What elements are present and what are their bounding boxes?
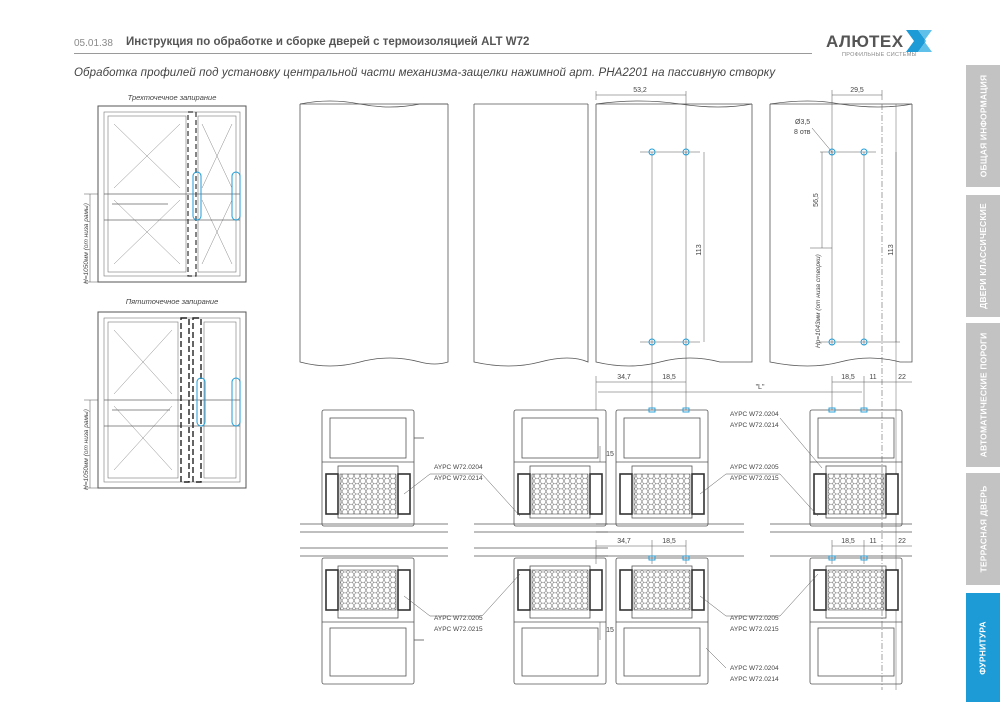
leader-lines (403, 417, 823, 669)
label-0214-c: AYPC W72.0214 (730, 676, 779, 683)
page-header: 05.01.38 Инструкция по обработке и сборк… (74, 30, 812, 54)
label-0214-a: AYPC W72.0214 (434, 475, 483, 482)
page-code: 05.01.38 (74, 38, 113, 49)
label-0205-b: AYPC W72.0205 (730, 464, 779, 471)
tab-terrace-door[interactable]: ТЕРРАСНАЯ ДВЕРЬ (966, 473, 1000, 585)
label-0205-c: AYPC W72.0205 (730, 615, 779, 622)
honeycomb-inserts-lower (339, 569, 885, 611)
tab-classic-doors[interactable]: ДВЕРИ КЛАССИЧЕСКИЕ (966, 195, 1000, 317)
tab-general-info-label: ОБЩАЯ ИНФОРМАЦИЯ (978, 74, 989, 178)
profile-sections-lower (300, 547, 912, 685)
dim-11-top: 11 (869, 374, 876, 381)
tab-general-info[interactable]: ОБЩАЯ ИНФОРМАЦИЯ (966, 65, 1000, 187)
dim-18-5-mid-a: 18,5 (662, 538, 676, 545)
dim-53-2: 53,2 (633, 87, 647, 94)
technical-drawing: Трехточечное запирание H=1050мм (от низа… (83, 87, 913, 690)
strip-4-dimensions (598, 90, 912, 410)
dim-18-5-b: 18,5 (841, 374, 855, 381)
door-elevation-three-point: Трехточечное запирание H=1050мм (от низа… (83, 93, 247, 284)
logo-mark-icon (906, 30, 932, 52)
brand-logo: АЛЮТЕХ ПРОФИЛЬНЫЕ СИСТЕМЫ (826, 24, 936, 60)
tab-automatic-thresholds-label: АВТОМАТИЧЕСКИЕ ПОРОГИ (978, 332, 988, 458)
label-0215-a: AYPC W72.0215 (434, 626, 483, 633)
logo-tagline: ПРОФИЛЬНЫЕ СИСТЕМЫ (842, 52, 917, 58)
section-sidebar: ОБЩАЯ ИНФОРМАЦИЯ ДВЕРИ КЛАССИЧЕСКИЕ АВТО… (966, 65, 1000, 702)
document-title: Инструкция по обработке и сборке дверей … (126, 36, 530, 48)
five-point-title: Пятиточечное запирание (126, 297, 219, 306)
three-point-title: Трехточечное запирание (128, 93, 217, 102)
tab-classic-doors-label: ДВЕРИ КЛАССИЧЕСКИЕ (978, 203, 989, 309)
label-0204-b: AYPC W72.0204 (730, 411, 779, 418)
height-label-2: H=1050мм (от низа рамы) (83, 409, 90, 490)
strip-4-holes (828, 148, 868, 346)
height-label-strip: Hp=1043мм (от низа створки) (815, 254, 822, 348)
profile-sections-upper (300, 409, 912, 533)
section-subtitle: Обработка профилей под установку централ… (74, 67, 776, 79)
dim-22-top: 22 (898, 374, 906, 381)
dim-34-7-top: 34,7 (617, 374, 631, 381)
label-0215-b: AYPC W72.0215 (730, 475, 779, 482)
logo-name: АЛЮТЕХ (826, 32, 904, 51)
dim-22-mid: 22 (898, 538, 906, 545)
height-label-1: H=1050мм (от низа рамы) (83, 203, 90, 284)
dim-15-upper: 15 (606, 451, 614, 458)
tab-terrace-door-label: ТЕРРАСНАЯ ДВЕРЬ (978, 485, 989, 573)
label-0204-a: AYPC W72.0204 (434, 464, 483, 471)
hole-count: 8 отв (794, 129, 811, 136)
label-0204-c: AYPC W72.0204 (730, 665, 779, 672)
dim-L: "L" (756, 384, 765, 391)
hole-marks-lower (648, 555, 868, 561)
dim-56-5: 56,5 (813, 193, 820, 207)
dim-113-b: 113 (888, 244, 895, 255)
dim-11-mid: 11 (869, 538, 876, 545)
door-elevation-five-point: Пятиточечное запирание H=1050мм (от низа… (83, 297, 247, 490)
dim-18-5-a: 18,5 (662, 374, 676, 381)
label-0215-c: AYPC W72.0215 (730, 626, 779, 633)
dim-29-5: 29,5 (850, 87, 864, 94)
dim-15-lower: 15 (606, 627, 614, 634)
honeycomb-inserts-upper (339, 473, 885, 515)
strip-3-dimensions (595, 91, 705, 410)
hole-marks-upper (648, 407, 868, 413)
strip-3-holes (648, 148, 690, 346)
profile-labels: AYPC W72.0204 AYPC W72.0214 AYPC W72.020… (434, 411, 779, 683)
tab-hardware[interactable]: ФУРНИТУРА (966, 593, 1000, 702)
label-0214-b: AYPC W72.0214 (730, 422, 779, 429)
dim-113-a: 113 (696, 244, 703, 255)
hole-diameter: Ø3,5 (795, 119, 810, 126)
dim-34-7-mid: 34,7 (617, 538, 631, 545)
tab-hardware-label: ФУРНИТУРА (978, 620, 989, 675)
tab-automatic-thresholds[interactable]: АВТОМАТИЧЕСКИЕ ПОРОГИ (966, 323, 1000, 467)
label-0205-a: AYPC W72.0205 (434, 615, 483, 622)
dim-18-5-mid-b: 18,5 (841, 538, 855, 545)
